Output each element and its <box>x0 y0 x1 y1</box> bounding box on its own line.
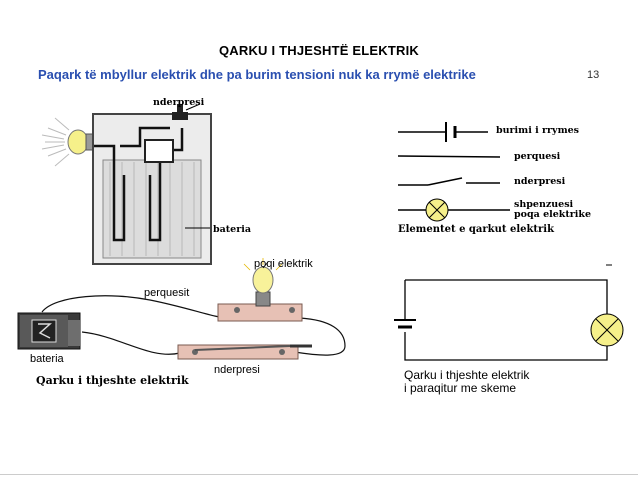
label-wire: perquesit <box>144 287 190 299</box>
switch-board-icon <box>177 344 312 360</box>
lamp-board-icon <box>217 258 303 322</box>
label-switch-bottom: nderpresi <box>214 364 260 376</box>
caption-schematic-line1: Qarku i thjeshte elektrik <box>404 368 530 382</box>
legend-item-wire: perquesi <box>514 151 561 162</box>
lamp-symbol-icon <box>398 198 510 222</box>
label-lamp: poqi elektrik <box>254 258 313 270</box>
wire-symbol-icon <box>397 155 501 158</box>
label-battery-bottom: bateria <box>30 353 64 365</box>
legend-item-lamp-2: poqa elektrike <box>514 209 591 220</box>
slide-title: QARKU I THJESHTË ELEKTRIK <box>218 43 419 58</box>
caption-bottom-left: Qarku i thjeshte elektrik <box>36 374 189 387</box>
legend-item-battery: burimi i rrymes <box>496 125 580 136</box>
battery-symbol-icon <box>398 122 488 142</box>
schematic-lamp-icon <box>590 313 624 347</box>
switch-symbol-icon <box>398 177 500 186</box>
slide-subtitle: Paqark të mbyllur elektrik dhe pa burim … <box>38 67 476 82</box>
legend-caption: Elementet e qarkut elektrik <box>398 224 555 235</box>
legend-item-switch: nderpresi <box>514 176 566 187</box>
legend-item-lamp: shpenzuesi <box>514 199 574 210</box>
label-battery-top: bateria <box>213 224 251 235</box>
footer-divider <box>0 474 638 475</box>
schematic-battery-icon <box>394 319 416 329</box>
switch-knob <box>172 112 188 120</box>
caption-schematic-line2: i paraqitur me skeme <box>404 381 517 395</box>
page-number: 13 <box>587 69 600 81</box>
label-switch-top: nderpresi <box>153 97 205 108</box>
battery-block-icon <box>17 312 81 350</box>
